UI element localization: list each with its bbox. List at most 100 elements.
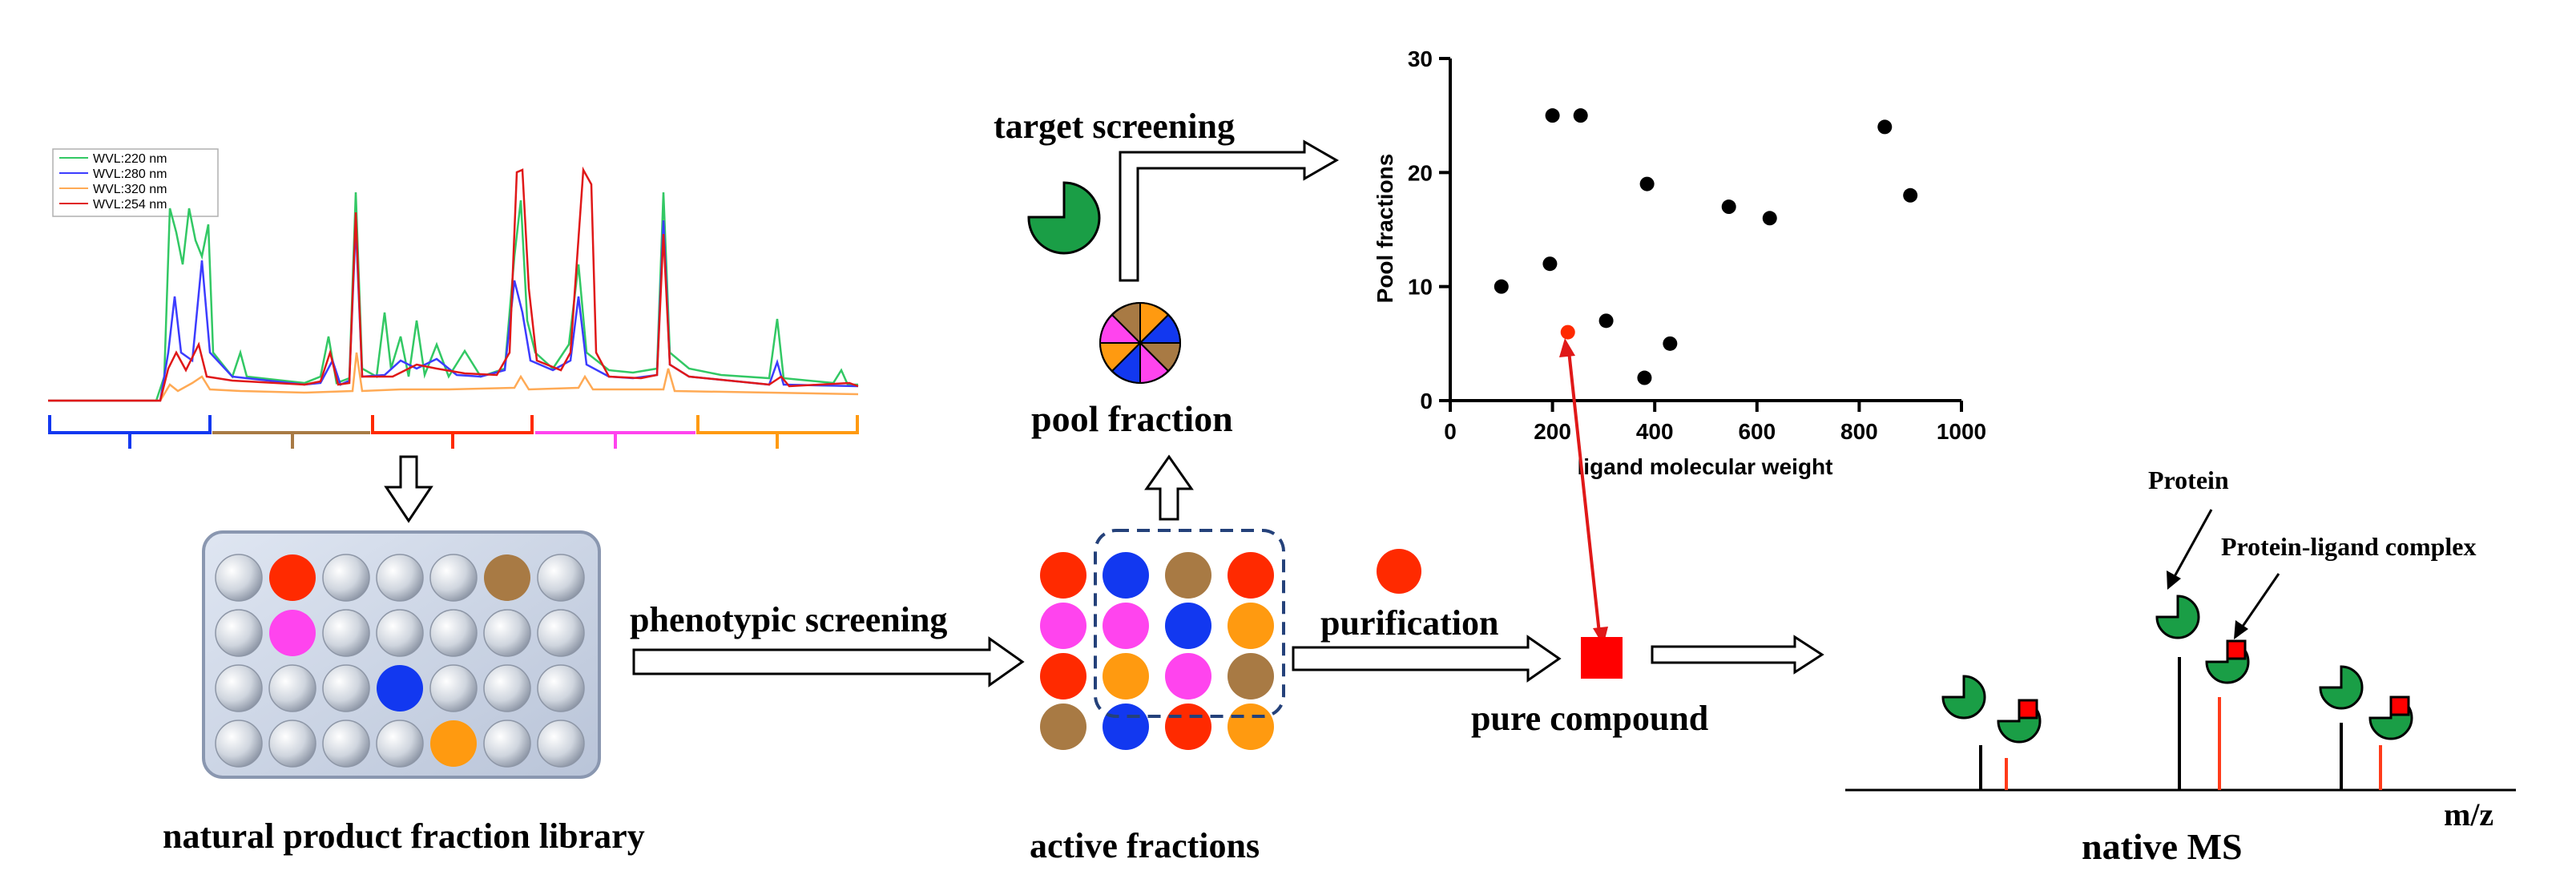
trace-220nm xyxy=(48,191,858,402)
colored-well xyxy=(269,610,316,656)
x-tick-label: 400 xyxy=(1636,419,1674,444)
phenotypic-arrow xyxy=(632,636,1025,687)
scatter-point xyxy=(1542,256,1558,272)
x-tick-label: 600 xyxy=(1738,419,1776,444)
complex-icon xyxy=(2368,695,2413,740)
protein-icon xyxy=(1941,675,1986,720)
legend-wvl-254: WVL:254 nm xyxy=(93,198,167,212)
x-tick-label: 800 xyxy=(1840,419,1878,444)
colored-well xyxy=(377,665,423,712)
empty-well xyxy=(376,609,424,657)
x-tick-label: 0 xyxy=(1444,419,1457,444)
empty-well xyxy=(537,554,585,602)
empty-well xyxy=(483,609,531,657)
scatter-point xyxy=(1637,370,1652,385)
x-tick-label: 200 xyxy=(1534,419,1571,444)
mz-label: m/z xyxy=(2444,796,2493,833)
active-fraction-well xyxy=(1228,704,1274,750)
legend-wvl-280: WVL:280 nm xyxy=(93,167,167,181)
empty-well xyxy=(376,720,424,768)
empty-well xyxy=(537,609,585,657)
chromatogram: WVL:220 nm WVL:280 nm WVL:320 nm WVL:254… xyxy=(48,148,859,449)
complex-icon xyxy=(2205,639,2250,684)
active-fraction-well xyxy=(1040,552,1086,599)
native-ms-label: native MS xyxy=(2082,826,2243,867)
scatter-point xyxy=(1494,279,1509,294)
active-fraction-well xyxy=(1103,704,1149,750)
active-fraction-well xyxy=(1040,704,1086,750)
scatter-point xyxy=(1903,187,1918,203)
native-ms-spectrum: Protein Protein-ligand complex m/z xyxy=(1845,466,2516,833)
active-fraction-well xyxy=(1165,704,1211,750)
pool-fraction-pie xyxy=(1099,301,1182,385)
y-tick-label: 0 xyxy=(1420,389,1433,413)
trace-254nm xyxy=(48,166,859,402)
scatter-point xyxy=(1762,211,1777,226)
empty-well xyxy=(429,664,478,712)
y-tick-label: 10 xyxy=(1408,275,1433,300)
scatter-point xyxy=(1598,313,1614,329)
active-fraction-well xyxy=(1228,552,1274,599)
empty-well xyxy=(429,609,478,657)
empty-well xyxy=(215,609,263,657)
colored-well xyxy=(484,554,530,601)
x-axis-label: ligand molecular weight xyxy=(1578,454,1833,479)
protein-icon xyxy=(2155,595,2200,639)
scatter-point xyxy=(1639,176,1655,191)
empty-well xyxy=(215,554,263,602)
x-tick-label: 1000 xyxy=(1937,419,1986,444)
empty-well xyxy=(268,720,316,768)
empty-well xyxy=(483,720,531,768)
scatter-point xyxy=(1721,200,1736,215)
purification-arrow xyxy=(1292,635,1562,683)
complex-label: Protein-ligand complex xyxy=(2221,532,2477,561)
to-ms-arrow xyxy=(1651,635,1824,675)
active-label: active fractions xyxy=(1030,826,1260,865)
highlight-point xyxy=(1560,325,1575,340)
purification-label: purification xyxy=(1320,603,1498,643)
scatter-point xyxy=(1545,108,1560,123)
empty-well xyxy=(322,720,370,768)
pure-compound-square xyxy=(1581,637,1623,679)
empty-well xyxy=(537,720,585,768)
y-tick-label: 20 xyxy=(1408,160,1433,185)
link-arrow xyxy=(1559,338,1608,646)
trace-320nm xyxy=(48,352,859,402)
legend-wvl-320: WVL:320 nm xyxy=(93,183,167,196)
scatter-point xyxy=(1573,108,1588,123)
active-fraction-well xyxy=(1228,653,1274,699)
empty-well xyxy=(215,664,263,712)
pool-label: pool fraction xyxy=(1031,398,1233,439)
empty-well xyxy=(322,609,370,657)
scatter-point xyxy=(1877,119,1893,135)
colored-well xyxy=(430,720,477,767)
active-fraction-grid xyxy=(1040,552,1274,750)
library-label: natural product fraction library xyxy=(163,816,645,856)
complex-icon xyxy=(1997,699,2042,744)
scatter-point xyxy=(1663,336,1678,351)
scatter-points xyxy=(1494,108,1918,385)
fraction-library-plate xyxy=(202,530,601,779)
target-screening-arrow xyxy=(1119,139,1340,282)
protein-label: Protein xyxy=(2148,466,2229,494)
empty-well xyxy=(268,664,316,712)
fraction-brackets xyxy=(48,415,859,449)
empty-well xyxy=(322,664,370,712)
y-axis-label: Pool fractions xyxy=(1373,154,1397,304)
active-fraction-well xyxy=(1040,603,1086,649)
trace-280nm xyxy=(48,220,859,402)
up-arrow-pool xyxy=(1144,454,1194,521)
empty-well xyxy=(322,554,370,602)
protein-icon xyxy=(2319,665,2364,710)
colored-well xyxy=(269,554,316,601)
empty-well xyxy=(483,664,531,712)
pure-compound-label: pure compound xyxy=(1471,699,1708,738)
active-fraction-well xyxy=(1103,552,1149,599)
empty-well xyxy=(537,664,585,712)
empty-well xyxy=(215,720,263,768)
phenotypic-label: phenotypic screening xyxy=(630,600,947,639)
active-fraction-well xyxy=(1040,653,1086,699)
down-arrow-library xyxy=(384,455,433,523)
